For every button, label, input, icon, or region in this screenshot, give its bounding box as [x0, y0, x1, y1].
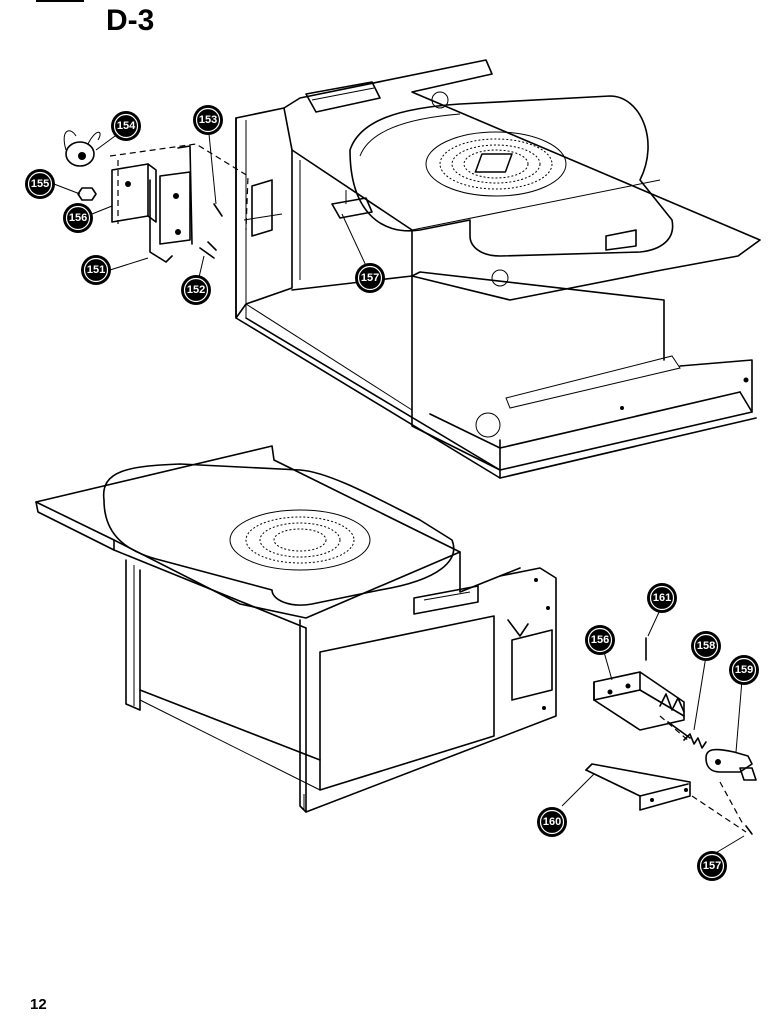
callout-label: 158 — [697, 640, 715, 652]
leader-lines — [53, 123, 745, 855]
callout-158: 158 — [691, 631, 721, 661]
callout-label: 151 — [87, 264, 105, 276]
callout-label: 152 — [187, 284, 205, 296]
callout-157-lower: 157 — [697, 851, 727, 881]
callout-label: 161 — [653, 592, 671, 604]
upper-cabinet-assembly — [235, 59, 761, 479]
callout-label: 159 — [735, 664, 753, 676]
callout-label: 156 — [69, 212, 87, 224]
callout-155: 155 — [25, 169, 55, 199]
callout-label: 155 — [31, 178, 49, 190]
callout-156-upper: 156 — [63, 203, 93, 233]
callout-156-lower: 156 — [585, 625, 615, 655]
page-number: 12 — [30, 996, 47, 1013]
top-rule — [36, 0, 84, 2]
lower-cabinet-assembly — [35, 445, 557, 813]
callout-152: 152 — [181, 275, 211, 305]
door-switch-assembly — [63, 130, 283, 263]
callout-157-upper: 157 — [355, 263, 385, 293]
page-title: D-3 — [106, 4, 155, 37]
callout-154: 154 — [111, 111, 141, 141]
callout-label: 156 — [591, 634, 609, 646]
callout-label: 157 — [703, 860, 721, 872]
callout-label: 157 — [361, 272, 379, 284]
callout-159: 159 — [729, 655, 759, 685]
callout-label: 154 — [117, 120, 136, 132]
callout-151: 151 — [81, 255, 111, 285]
callout-label: 153 — [199, 114, 217, 126]
door-latch-assembly — [585, 637, 757, 835]
callout-label: 160 — [543, 816, 561, 828]
callout-153: 153 — [193, 105, 223, 135]
callout-161: 161 — [647, 583, 677, 613]
callout-160: 160 — [537, 807, 567, 837]
